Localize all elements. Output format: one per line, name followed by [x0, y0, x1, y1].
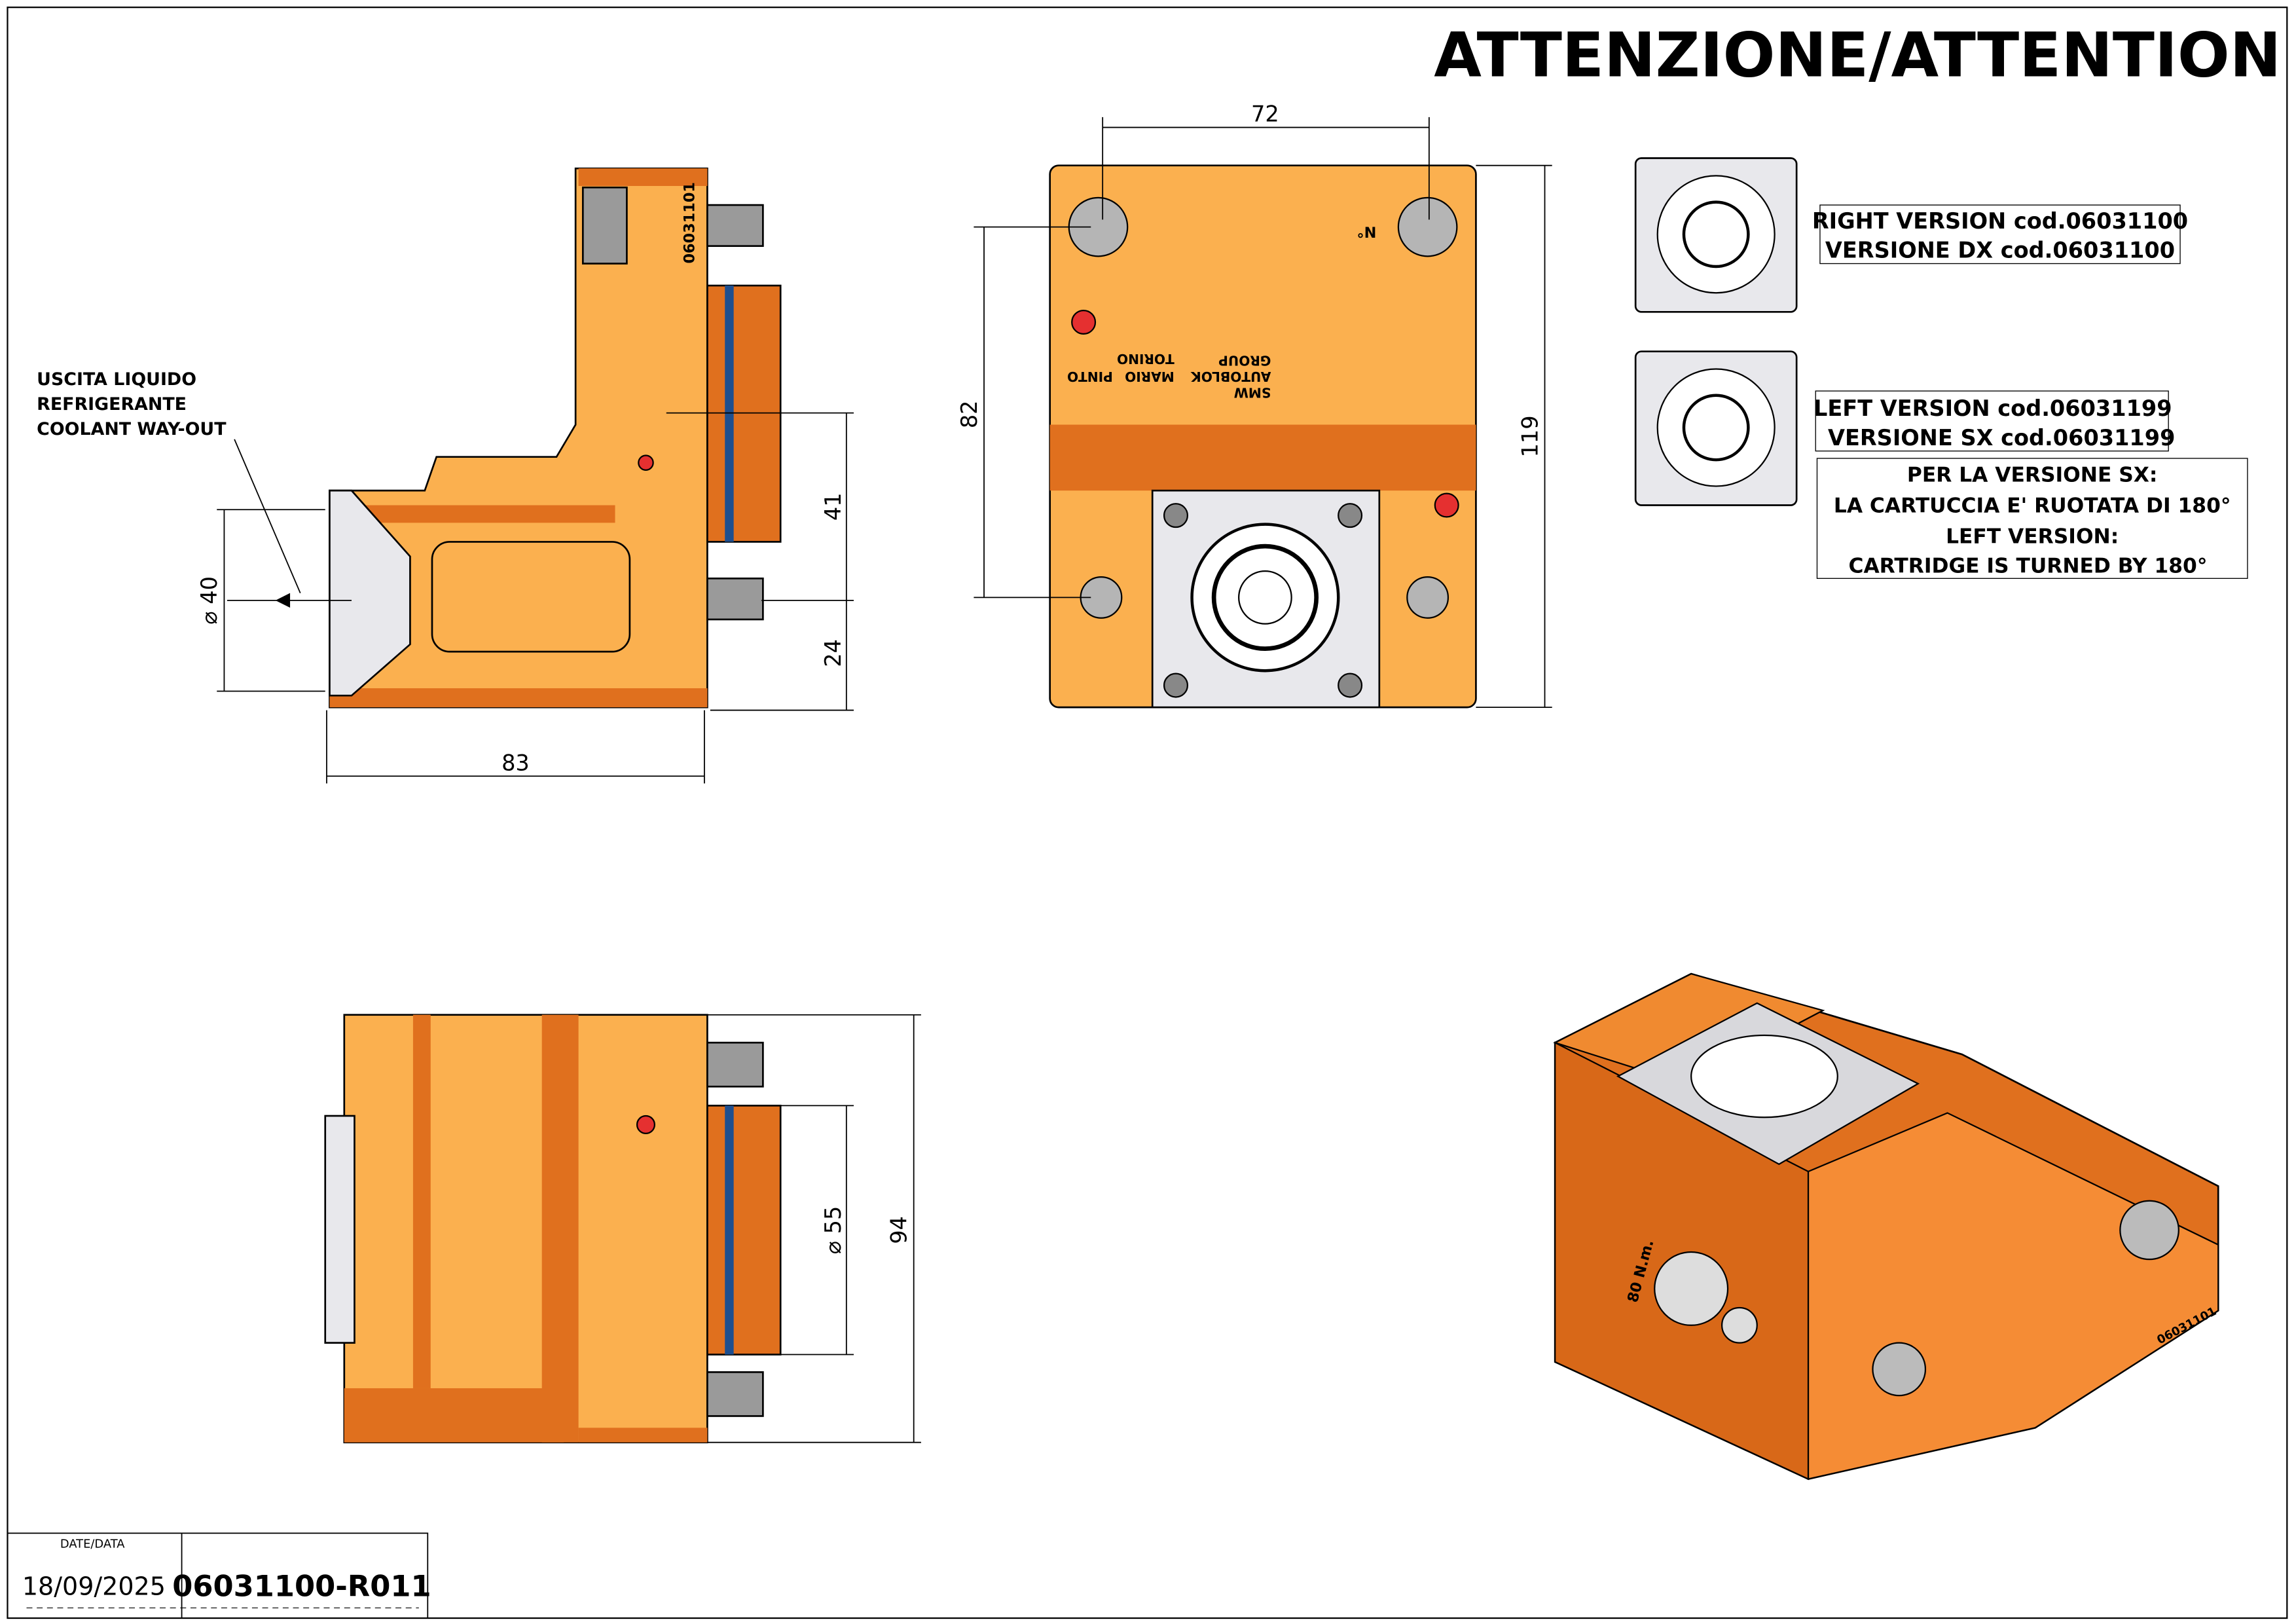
- coolant-label-line-3: COOLANT WAY-OUT: [37, 419, 227, 439]
- note-line-3: LEFT VERSION:: [1946, 525, 2119, 549]
- left-version-label-it: VERSIONE SX cod.06031199: [1828, 425, 2175, 451]
- right-version-label: RIGHT VERSION cod.06031100: [1812, 208, 2188, 234]
- title-block: DATE/DATA 18/09/2025 06031100-R011: [7, 1532, 431, 1619]
- side-part-marking: 06031101: [681, 182, 698, 263]
- attention-title: ATTENZIONE/ATTENTION: [1434, 20, 2281, 91]
- dim-24: 24: [820, 639, 846, 667]
- date-label: DATE/DATA: [60, 1538, 125, 1551]
- logo-text-2: AUTOBLOK: [1190, 369, 1271, 384]
- logo-text-3: GROUP: [1218, 352, 1271, 368]
- bolt-icons: [1068, 196, 1458, 698]
- dim-82: 82: [957, 401, 982, 429]
- dim-83: 83: [501, 750, 530, 775]
- logo-text-1: SMW: [1234, 385, 1271, 401]
- top-view: SMW AUTOBLOK GROUP MARIO PINTO TORINO N°…: [957, 101, 1552, 709]
- coolant-label-line-1: USCITA LIQUIDO: [37, 369, 196, 390]
- sheet-border: [7, 7, 2288, 1619]
- dim-119: 119: [1517, 415, 1542, 457]
- maker-text-3: TORINO: [1117, 351, 1175, 367]
- left-version-box: LEFT VERSION cod.06031199 VERSIONE SX co…: [1813, 390, 2175, 452]
- note-line-1: PER LA VERSIONE SX:: [1907, 464, 2158, 487]
- coolant-label-line-2: REFRIGERANTE: [37, 394, 187, 415]
- dim-diameter-55: ⌀ 55: [820, 1206, 846, 1255]
- dim-41: 41: [820, 492, 846, 521]
- drawing-number: 06031100-R011: [172, 1569, 431, 1604]
- left-version-note: PER LA VERSIONE SX: LA CARTUCCIA E' RUOT…: [1816, 458, 2248, 579]
- number-mark: N°: [1357, 223, 1376, 240]
- right-version-label-it: VERSIONE DX cod.06031100: [1825, 238, 2175, 263]
- right-version-thumbnail: [1634, 157, 1798, 313]
- isometric-view: 80 N.m. 06031101: [1553, 972, 2219, 1481]
- dim-94: 94: [886, 1216, 912, 1244]
- right-version-box: RIGHT VERSION cod.06031100 VERSIONE DX c…: [1812, 204, 2188, 265]
- note-line-2: LA CARTUCCIA E' RUOTATA DI 180°: [1834, 494, 2231, 518]
- front-view: ⌀ 55 94: [324, 1014, 921, 1444]
- side-view: 06031101 ⌀ 40 83 41 24 USCITA LIQUIDO RE…: [37, 167, 854, 784]
- date-value: 18/09/2025: [22, 1572, 166, 1600]
- maker-text-1: MARIO: [1125, 369, 1175, 384]
- maker-text-2: PINTO: [1067, 369, 1113, 384]
- dim-diameter-40: ⌀ 40: [196, 576, 222, 625]
- left-version-label: LEFT VERSION cod.06031199: [1813, 396, 2172, 421]
- dim-72: 72: [1251, 101, 1279, 127]
- left-version-thumbnail: [1634, 350, 1798, 506]
- note-line-4: CARTRIDGE IS TURNED BY 180°: [1848, 554, 2207, 578]
